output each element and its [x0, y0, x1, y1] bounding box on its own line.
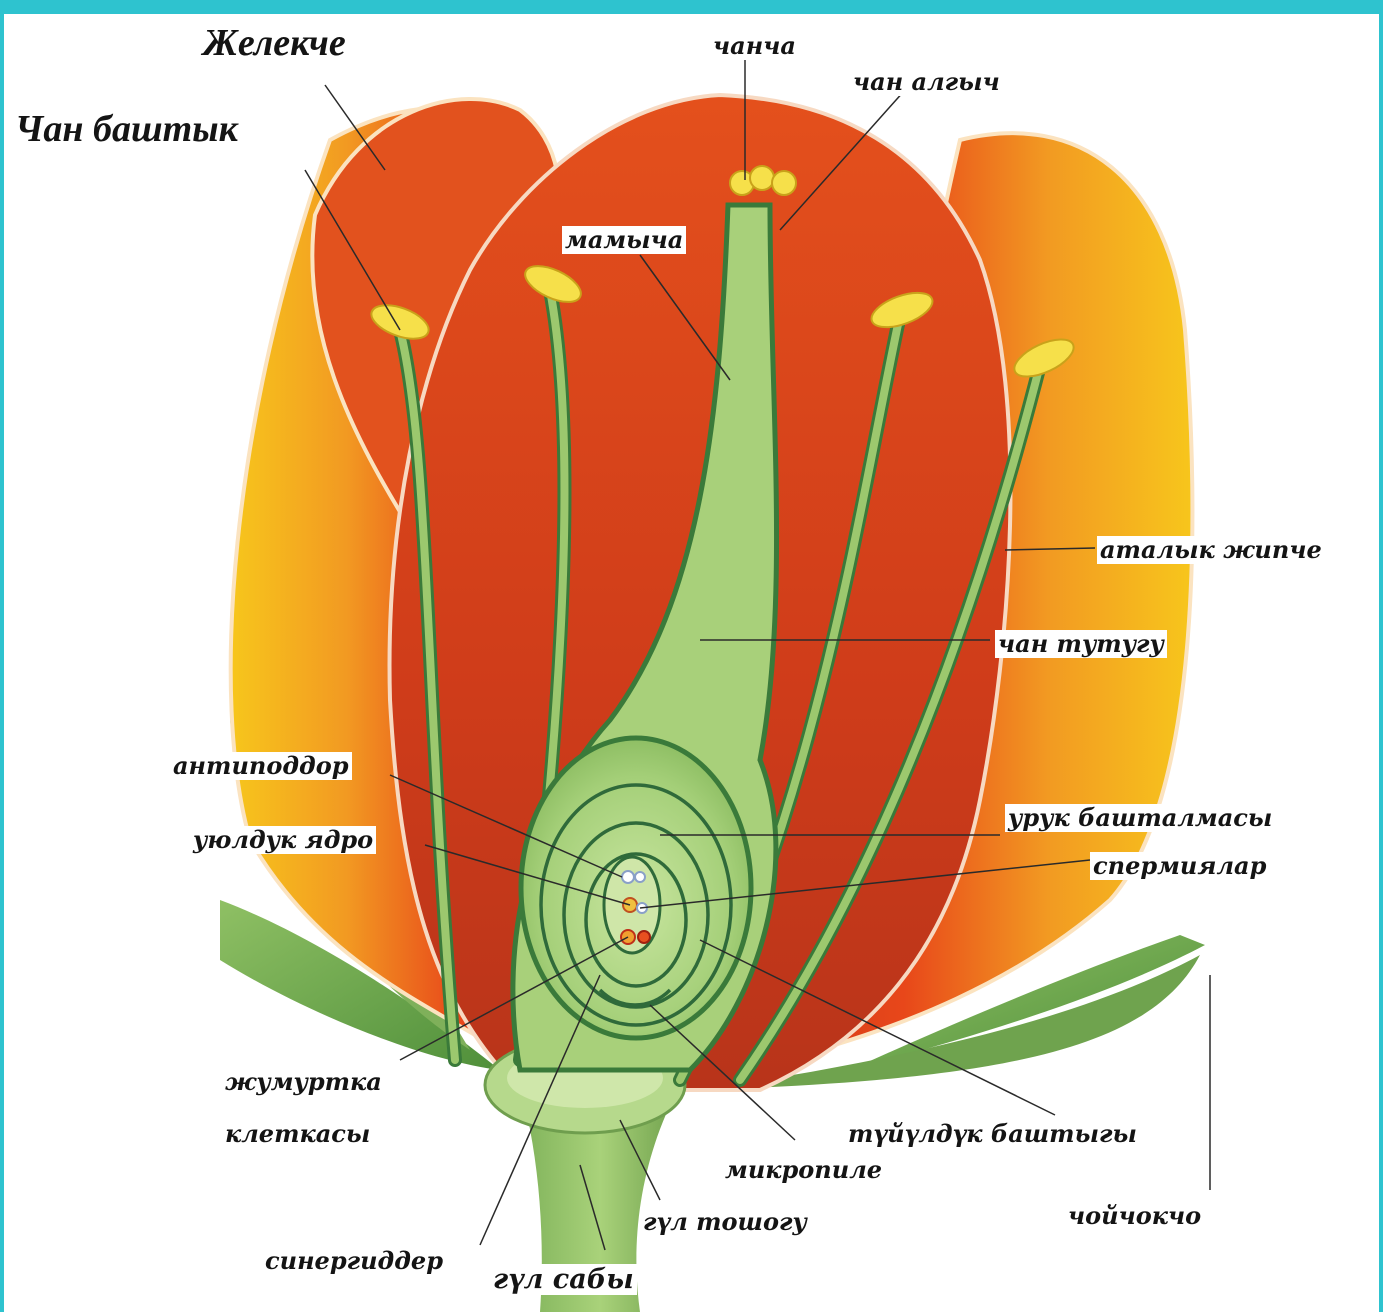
left-frame [0, 0, 4, 1312]
label-atalyk-zhipche: аталык жипче [1097, 536, 1325, 564]
right-frame [1379, 0, 1383, 1312]
label-zhumurtka: жумуртка [222, 1068, 385, 1096]
label-mikropile: микропиле [722, 1156, 885, 1184]
label-choychokcho: чойчокчо [1065, 1202, 1204, 1230]
label-chan-tutugu: чан тутугу [995, 630, 1167, 658]
label-tuyulduk-bashtygy: түйүлдүк баштыгы [845, 1120, 1140, 1148]
label-gul-saby: гүл сабы [490, 1264, 637, 1295]
label-mamycha: мамыча [562, 226, 686, 254]
label-chan-bashtyk: Чан баштык [12, 108, 241, 150]
label-uyulduk-yadro: уюлдук ядро [190, 826, 376, 854]
label-gul-toshogu: гүл тошогу [640, 1208, 810, 1236]
label-chancha: чанча [710, 32, 799, 60]
label-kletkasy: клеткасы [222, 1120, 373, 1148]
label-spermiyalar: спермиялар [1090, 852, 1269, 880]
label-antipoddor: антиподдор [170, 752, 352, 780]
label-uruk-bashtalmasy: урук башталмасы [1005, 804, 1275, 832]
label-zhelekche: Желекче [200, 22, 349, 64]
top-frame [0, 0, 1383, 14]
label-chan-algych: чан алгыч [850, 68, 1003, 96]
label-sinergidder: синергиддер [262, 1247, 446, 1275]
